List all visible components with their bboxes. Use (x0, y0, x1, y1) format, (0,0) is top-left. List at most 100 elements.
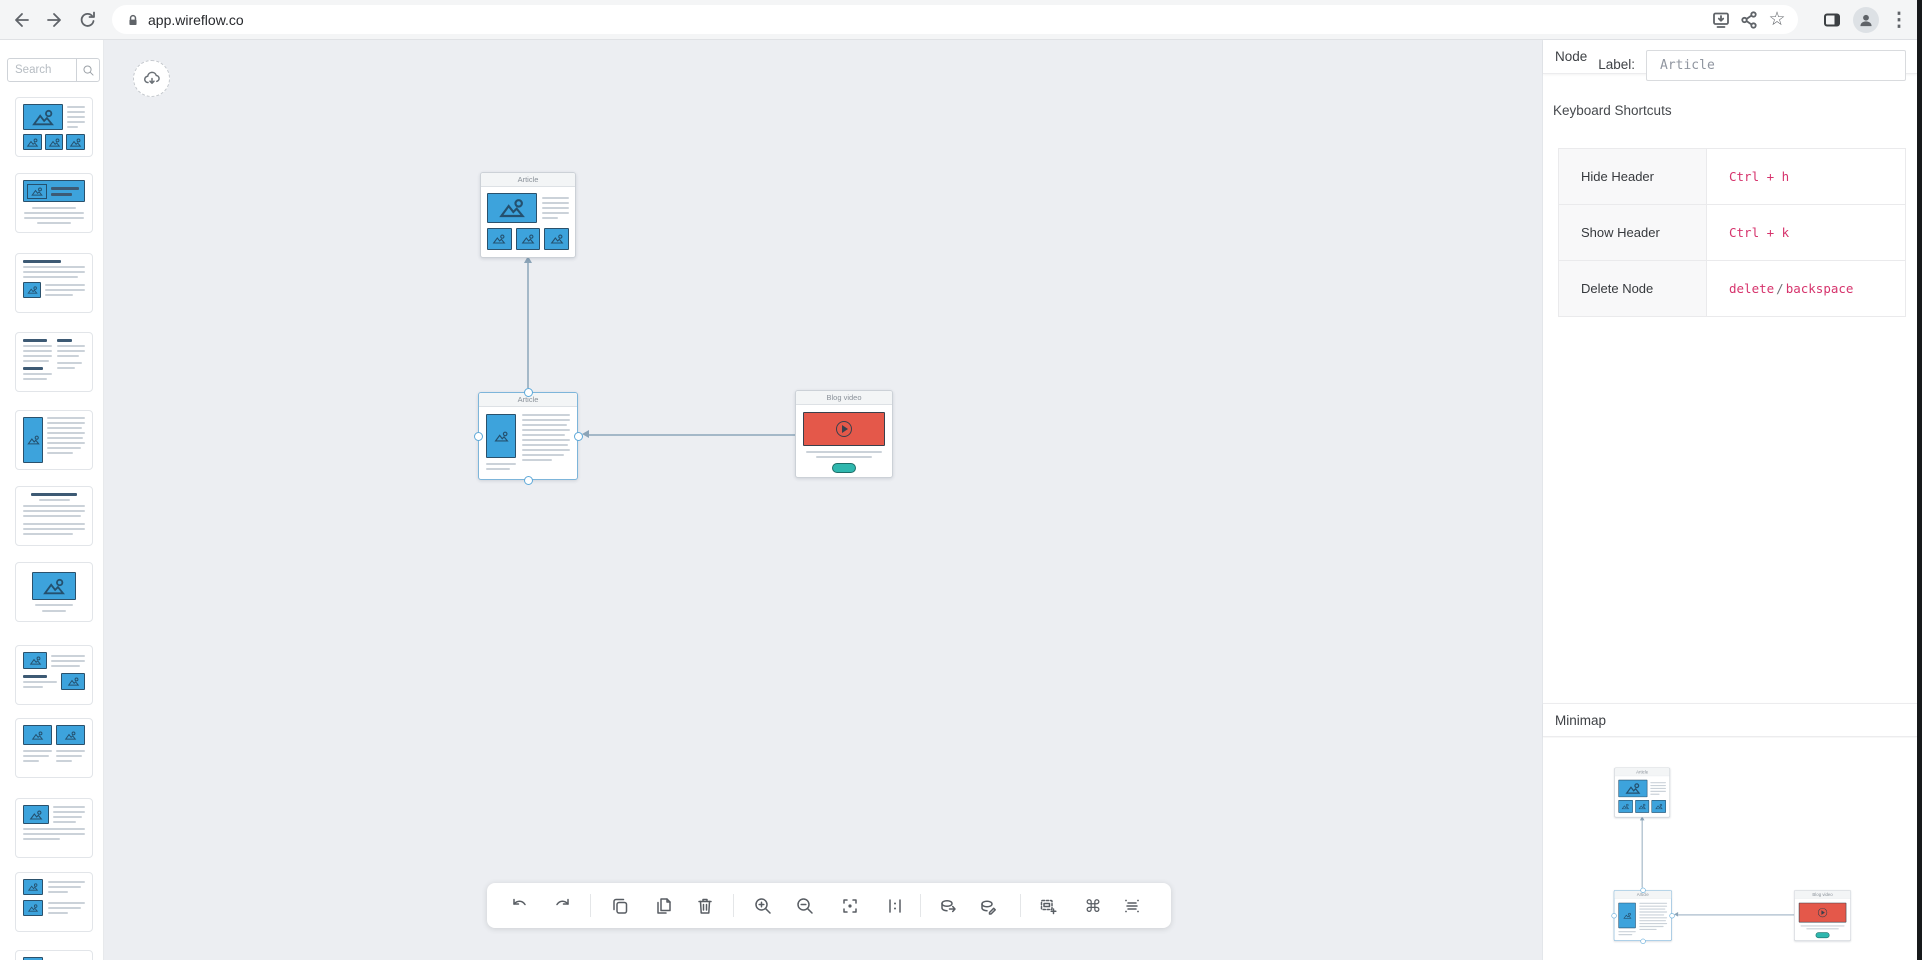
shortcut-action: Show Header (1559, 204, 1707, 260)
browser-share-button[interactable] (1736, 7, 1762, 33)
minimap-title: Minimap (1543, 703, 1917, 737)
copy-button[interactable] (601, 887, 639, 925)
edit-style-button[interactable] (969, 887, 1007, 925)
connection-handle-top[interactable] (524, 388, 533, 397)
align-nodes-icon (1125, 899, 1139, 913)
edit-style-icon (981, 900, 996, 915)
toolbar-separator (1020, 894, 1021, 917)
add-node-button[interactable] (1029, 887, 1067, 925)
command-icon: ⌘ (1084, 896, 1102, 916)
side-panel-button[interactable] (1819, 7, 1845, 33)
node-header: Blog video (796, 391, 892, 405)
wireframe-art (23, 879, 85, 895)
browser-menu-button[interactable]: ⋮ (1886, 7, 1912, 33)
keyboard-shortcuts-button[interactable]: ⌘ (1074, 887, 1112, 925)
bookmark-button[interactable]: ☆ (1764, 7, 1790, 33)
download-screen-icon (1713, 12, 1729, 28)
share-icon (1741, 10, 1757, 29)
edge-arrowhead (1674, 912, 1679, 917)
minimap-node-blog-video: Blog video (1794, 889, 1851, 941)
flow-node-article-selected[interactable]: Article (474, 388, 583, 485)
shortcuts-table: Hide Header Ctrl + h Show Header Ctrl + … (1558, 148, 1906, 317)
node-wireframe (796, 405, 892, 480)
node-header: Article (479, 393, 577, 407)
minimap[interactable]: Article Article (1543, 738, 1917, 960)
align-nodes-button[interactable] (1113, 887, 1151, 925)
zoom-in-button[interactable] (744, 887, 782, 925)
template-thumbnail[interactable] (15, 410, 93, 470)
search-input[interactable] (8, 59, 76, 81)
node-label: Article (517, 175, 539, 184)
template-sidebar (0, 40, 104, 960)
search-button[interactable] (76, 59, 99, 81)
export-image-button[interactable] (929, 887, 967, 925)
minimap-edge (1678, 914, 1795, 916)
profile-avatar[interactable] (1853, 7, 1879, 33)
edge[interactable] (527, 262, 529, 388)
star-icon: ☆ (1768, 9, 1786, 30)
node-label: Blog video (826, 393, 862, 402)
template-thumbnail[interactable] (15, 872, 93, 932)
url-text: app.wireflow.co (148, 11, 244, 28)
zoom-out-button[interactable] (786, 887, 824, 925)
lock-icon (129, 14, 137, 25)
redo-icon (556, 898, 569, 906)
flow-node-blog-video[interactable]: Blog video (795, 390, 893, 478)
template-thumbnail[interactable] (15, 718, 93, 778)
wireframe-art (23, 339, 85, 385)
wireframe-art (23, 260, 85, 278)
node-wireframe (479, 407, 577, 479)
connection-handle-right[interactable] (574, 432, 583, 441)
delete-button[interactable] (686, 887, 724, 925)
edge-arrowhead (582, 430, 589, 438)
template-thumbnail[interactable] (15, 950, 93, 960)
canvas-toolbar: ⌘ (487, 883, 1171, 928)
fit-view-button[interactable] (831, 887, 869, 925)
shortcut-action: Delete Node (1559, 260, 1707, 316)
flow-canvas[interactable]: Article Article (104, 40, 1542, 960)
play-icon (836, 421, 852, 437)
connection-handle-bottom[interactable] (524, 476, 533, 485)
undo-button[interactable] (501, 887, 539, 925)
edge[interactable] (589, 434, 795, 436)
browser-chrome: app.wireflow.co ☆ ⋮ (0, 0, 1922, 40)
wireframe-art (23, 805, 85, 824)
copy-icon (613, 898, 628, 914)
video-placeholder (803, 412, 885, 446)
reset-zoom-button[interactable] (876, 887, 914, 925)
template-thumbnail[interactable] (15, 645, 93, 705)
reload-icon (80, 11, 95, 27)
shortcut-keys: Ctrl + h (1707, 149, 1905, 204)
template-thumbnail[interactable] (15, 562, 93, 622)
wireframe-art (23, 417, 85, 463)
url-bar[interactable]: app.wireflow.co ☆ (112, 5, 1798, 34)
template-thumbnail[interactable] (15, 97, 93, 157)
browser-forward-button[interactable] (42, 7, 68, 33)
minimap-node-article-selected: Article (1611, 887, 1675, 944)
flow-node-article-top[interactable]: Article (480, 172, 576, 258)
forward-icon (47, 13, 61, 27)
redo-button[interactable] (543, 887, 581, 925)
shortcut-keys: Ctrl + k (1707, 204, 1905, 260)
node-label-input[interactable] (1646, 50, 1906, 81)
browser-save-button[interactable] (1708, 7, 1734, 33)
wireframe-art (23, 207, 85, 224)
add-node-icon (1040, 899, 1057, 915)
save-to-cloud-button[interactable] (133, 60, 170, 97)
node-header: Article (481, 173, 575, 187)
paste-button[interactable] (644, 887, 682, 925)
connection-handle-left[interactable] (474, 432, 483, 441)
browser-back-button[interactable] (8, 7, 34, 33)
fit-view-icon (843, 899, 857, 913)
template-thumbnail[interactable] (15, 253, 93, 313)
toolbar-separator (920, 894, 921, 917)
template-thumbnail[interactable] (15, 173, 93, 233)
template-thumbnail[interactable] (15, 332, 93, 392)
undo-icon (513, 898, 526, 906)
person-icon (1860, 14, 1872, 27)
browser-reload-button[interactable] (75, 7, 101, 33)
wireframe-art (23, 104, 85, 130)
minimap-content: Article Article (1543, 738, 1917, 960)
template-thumbnail[interactable] (15, 798, 93, 858)
template-thumbnail[interactable] (15, 486, 93, 546)
